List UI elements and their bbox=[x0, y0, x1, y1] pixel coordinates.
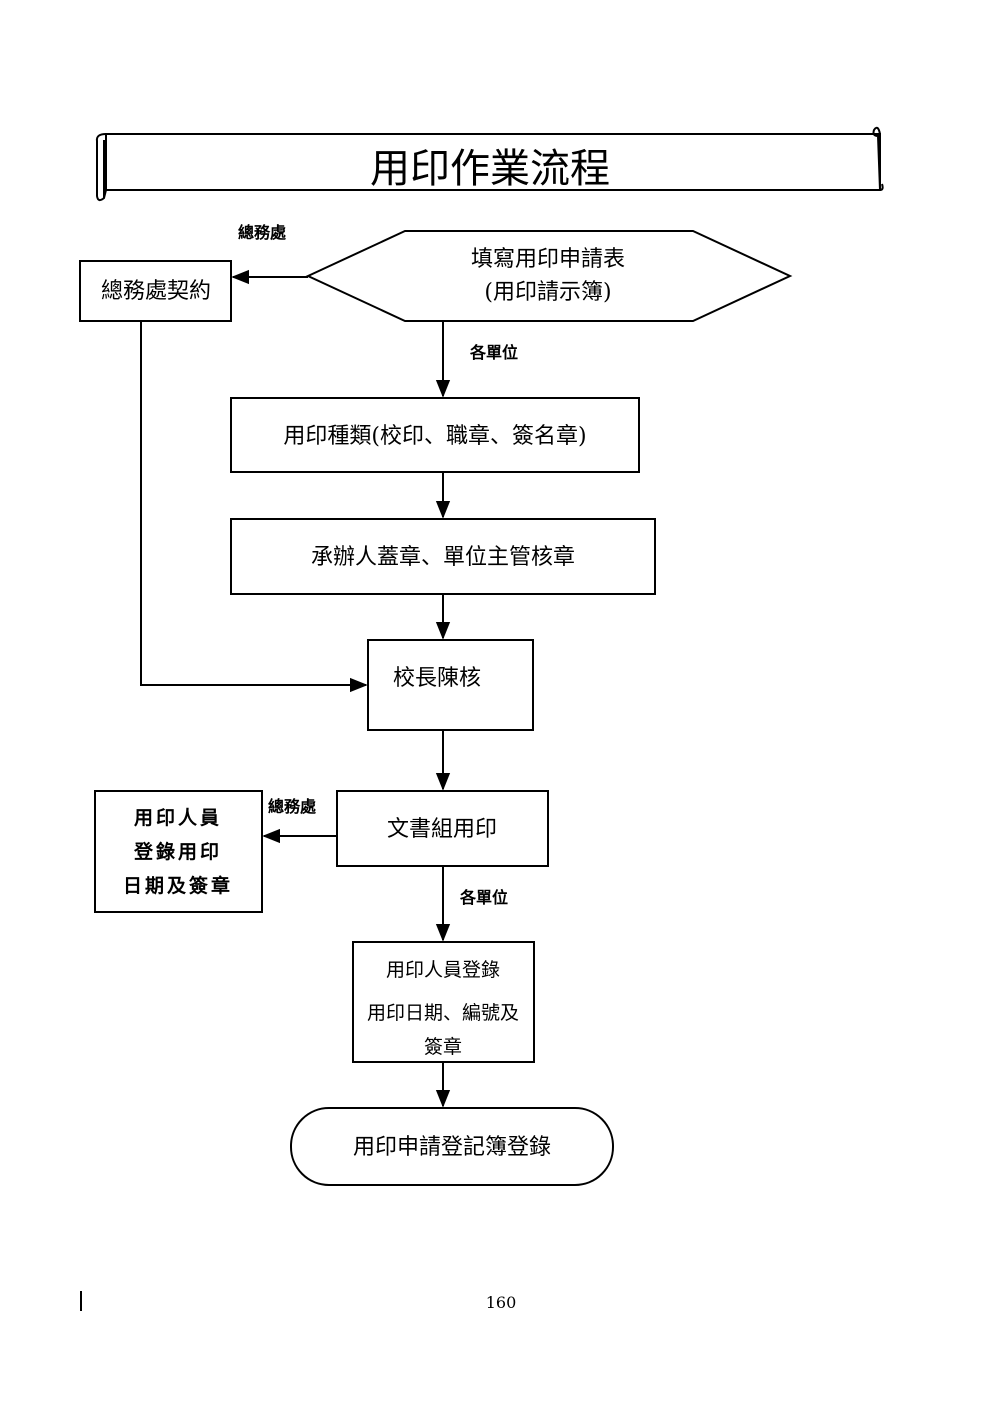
register-left-line2: 登錄用印 bbox=[133, 840, 222, 863]
register-left-line3: 日期及簽章 bbox=[123, 874, 233, 897]
edge-label-each-unit-top: 各單位 bbox=[469, 343, 518, 362]
arrow-contract-to-principal bbox=[140, 321, 368, 693]
fill-form-hexagon bbox=[305, 230, 793, 322]
approval-stamp-label: 承辦人蓋章、單位主管核章 bbox=[311, 545, 575, 570]
register-left-line1: 用印人員 bbox=[134, 807, 222, 829]
register-unit-line3: 簽章 bbox=[424, 1036, 462, 1058]
register-unit-line1: 用印人員登錄 bbox=[386, 959, 500, 981]
register-unit-box bbox=[352, 941, 535, 1063]
edge-label-each-unit-bottom: 各單位 bbox=[459, 888, 508, 907]
doc-group-label: 文書組用印 bbox=[387, 817, 497, 842]
doc-group-box bbox=[336, 790, 549, 867]
edge-label-general-affairs-top: 總務處 bbox=[238, 223, 287, 242]
page-number: 160 bbox=[486, 1293, 517, 1312]
register-unit-line2: 用印日期、編號及 bbox=[367, 1002, 519, 1024]
margin-bar bbox=[80, 1291, 82, 1311]
end-terminator bbox=[290, 1107, 614, 1186]
contract-label: 總務處契約 bbox=[101, 279, 211, 304]
register-left-box bbox=[94, 790, 263, 913]
edge-label-general-affairs-mid: 總務處 bbox=[268, 797, 317, 816]
seal-type-box bbox=[230, 397, 640, 473]
title-scroll-banner bbox=[95, 126, 884, 202]
page-title: 用印作業流程 bbox=[370, 146, 610, 192]
contract-box bbox=[79, 260, 232, 322]
seal-type-label: 用印種類(校印、職章、簽名章) bbox=[283, 424, 586, 449]
principal-label: 校長陳核 bbox=[393, 666, 481, 691]
fill-form-line2: (用印請示簿) bbox=[484, 280, 611, 305]
fill-form-line1: 填寫用印申請表 bbox=[471, 247, 625, 272]
principal-box bbox=[367, 639, 534, 731]
end-label: 用印申請登記簿登錄 bbox=[353, 1135, 551, 1160]
